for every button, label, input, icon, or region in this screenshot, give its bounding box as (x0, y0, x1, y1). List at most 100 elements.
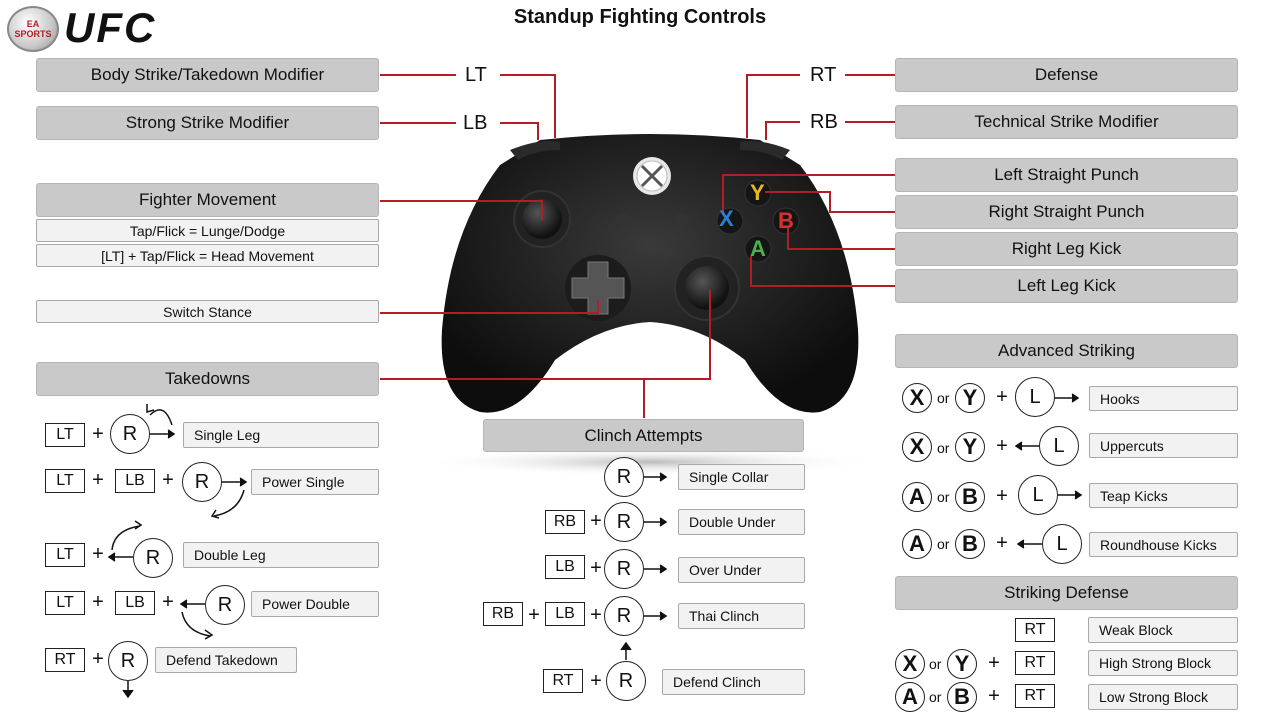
low-strong-block-label: Low Strong Block (1088, 684, 1238, 710)
left-leg-kick-label: Left Leg Kick (895, 269, 1238, 303)
lunge-dodge-note: Tap/Flick = Lunge/Dodge (36, 219, 379, 242)
controller-image (441, 134, 859, 413)
right-stick-icon: R (182, 462, 222, 502)
power-single-label: Power Single (251, 469, 379, 495)
right-straight-punch-label: Right Straight Punch (895, 195, 1238, 229)
defend-takedown-label: Defend Takedown (155, 647, 297, 673)
thai-clinch-label: Thai Clinch (678, 603, 805, 629)
hooks-label: Hooks (1089, 386, 1238, 411)
rt-trigger-label: RT (806, 64, 841, 87)
a-button-icon: A (895, 682, 925, 712)
plus-sign: + (996, 386, 1008, 408)
y-button-icon: Y (750, 180, 765, 205)
rt-key: RT (45, 648, 85, 672)
clinch-attempts-header: Clinch Attempts (483, 419, 804, 452)
or-text: or (937, 390, 950, 406)
left-straight-punch-label: Left Straight Punch (895, 158, 1238, 192)
roundhouse-kicks-label: Roundhouse Kicks (1089, 532, 1238, 557)
ea-sports-logo-text: EA SPORTS (14, 19, 52, 39)
or-text: or (937, 440, 950, 456)
double-leg-label: Double Leg (183, 542, 379, 568)
left-stick-icon: L (1039, 426, 1079, 466)
ea-sports-logo: EA SPORTS (7, 6, 59, 52)
plus-sign: + (996, 485, 1008, 507)
power-double-label: Power Double (251, 591, 379, 617)
lb-key: LB (545, 555, 585, 579)
plus-sign: + (590, 670, 602, 692)
plus-sign: + (92, 469, 104, 491)
y-button-icon: Y (947, 649, 977, 679)
left-stick-icon: L (1018, 475, 1058, 515)
right-leg-kick-label: Right Leg Kick (895, 232, 1238, 266)
a-button-icon: A (902, 529, 932, 559)
left-stick-icon: L (1015, 377, 1055, 417)
ufc-logo: UFC (64, 4, 157, 51)
plus-sign: + (996, 532, 1008, 554)
lb-key: LB (115, 469, 155, 493)
x-button-icon: X (902, 432, 932, 462)
lt-key: LT (45, 591, 85, 615)
right-stick-icon: R (604, 549, 644, 589)
fighter-movement-label: Fighter Movement (36, 183, 379, 217)
connector-lines (380, 74, 895, 418)
plus-sign: + (988, 652, 1000, 674)
a-button-icon: A (902, 482, 932, 512)
b-button-icon: B (955, 482, 985, 512)
rb-key: RB (545, 510, 585, 534)
right-stick-icon: R (604, 596, 644, 636)
y-button-icon: Y (955, 383, 985, 413)
x-button-icon: X (719, 206, 734, 231)
weak-block-label: Weak Block (1088, 617, 1238, 643)
b-button-icon: B (947, 682, 977, 712)
defend-clinch-label: Defend Clinch (662, 669, 805, 695)
plus-sign: + (590, 510, 602, 532)
technical-strike-modifier-label: Technical Strike Modifier (895, 105, 1238, 139)
rb-trigger-label: RB (806, 111, 842, 134)
over-under-label: Over Under (678, 557, 805, 583)
plus-sign: + (988, 685, 1000, 707)
rb-key: RB (483, 602, 523, 626)
rt-key: RT (1015, 651, 1055, 675)
plus-sign: + (528, 604, 540, 626)
lb-trigger-label: LB (459, 112, 492, 135)
strong-strike-modifier-label: Strong Strike Modifier (36, 106, 379, 140)
striking-defense-header: Striking Defense (895, 576, 1238, 610)
plus-sign: + (590, 604, 602, 626)
defense-label: Defense (895, 58, 1238, 92)
lb-key: LB (545, 602, 585, 626)
right-stick-icon: R (604, 502, 644, 542)
rt-key: RT (1015, 618, 1055, 642)
or-text: or (929, 656, 942, 672)
right-stick-icon: R (205, 585, 245, 625)
x-button-icon: X (902, 383, 932, 413)
lt-trigger-label: LT (461, 64, 491, 87)
lb-key: LB (115, 591, 155, 615)
page-title: Standup Fighting Controls (513, 6, 767, 28)
body-strike-modifier-label: Body Strike/Takedown Modifier (36, 58, 379, 92)
double-under-label: Double Under (678, 509, 805, 535)
plus-sign: + (92, 591, 104, 613)
single-leg-label: Single Leg (183, 422, 379, 448)
high-strong-block-label: High Strong Block (1088, 650, 1238, 676)
switch-stance-label: Switch Stance (36, 300, 379, 323)
teap-kicks-label: Teap Kicks (1089, 483, 1238, 508)
x-button-icon: X (895, 649, 925, 679)
right-stick-icon: R (604, 457, 644, 497)
y-button-icon: Y (955, 432, 985, 462)
plus-sign: + (92, 423, 104, 445)
plus-sign: + (590, 557, 602, 579)
advanced-striking-header: Advanced Striking (895, 334, 1238, 368)
plus-sign: + (92, 543, 104, 565)
plus-sign: + (92, 648, 104, 670)
a-button-icon: A (750, 236, 766, 261)
right-stick-icon: R (108, 641, 148, 681)
lt-key: LT (45, 469, 85, 493)
lt-key: LT (45, 423, 85, 447)
or-text: or (937, 536, 950, 552)
right-stick-icon: R (133, 538, 173, 578)
plus-sign: + (162, 591, 174, 613)
plus-sign: + (162, 469, 174, 491)
rt-key: RT (1015, 684, 1055, 708)
b-button-icon: B (955, 529, 985, 559)
